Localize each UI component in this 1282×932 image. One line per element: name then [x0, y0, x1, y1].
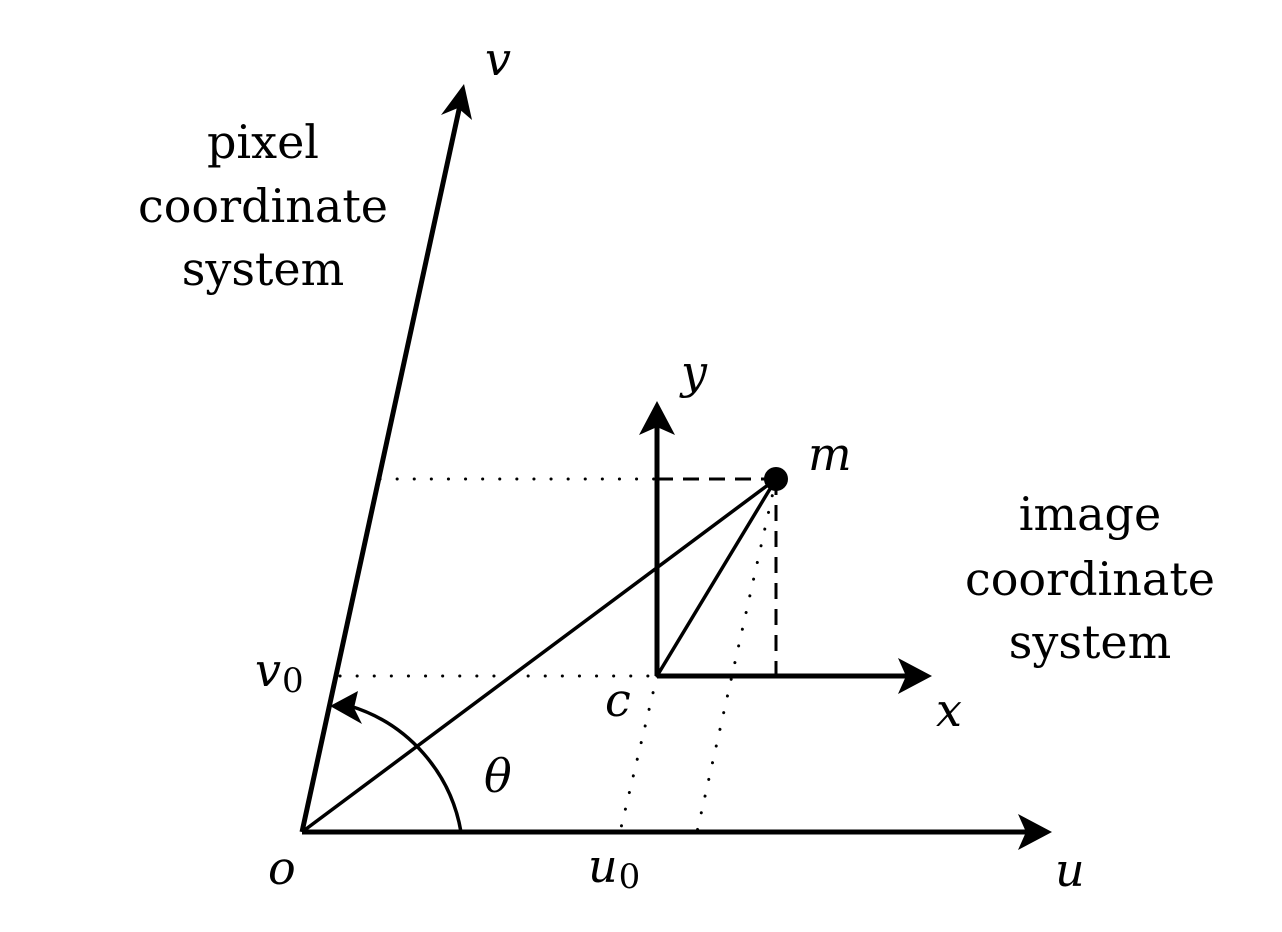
image-caption-line-2: coordinate: [965, 552, 1215, 606]
image-caption-line-3: system: [1009, 615, 1172, 669]
theta-label: θ: [484, 749, 512, 803]
v-axis-label: v: [485, 32, 511, 86]
image-caption-line-1: image: [1019, 487, 1161, 541]
point-m-label: m: [808, 427, 852, 481]
theta-arc-arrowhead: [330, 691, 362, 724]
y-axis-arrowhead: [639, 401, 675, 435]
x-axis-arrowhead: [898, 658, 932, 694]
pixel-caption-line-3: system: [182, 242, 345, 296]
u-axis-label: u: [1055, 843, 1085, 897]
origin-o-label: o: [268, 841, 296, 895]
point-c-label: c: [605, 673, 631, 727]
point-m-marker: [764, 467, 788, 491]
theta-arc: [349, 704, 463, 833]
pixel-caption-line-2: coordinate: [138, 179, 388, 233]
image-coordinate-system-caption: image coordinate system: [965, 487, 1215, 669]
c-to-m-line: [655, 478, 778, 677]
pixel-caption-line-1: pixel: [207, 115, 319, 169]
u0-label: u0: [588, 839, 640, 897]
u-axis-arrowhead: [1018, 814, 1052, 850]
y-axis-label: y: [679, 345, 708, 399]
v-axis: [299, 104, 463, 833]
v0-label: v0: [255, 643, 304, 701]
pixel-coordinate-system-caption: pixel coordinate system: [138, 115, 388, 296]
o-to-m-line: [300, 477, 778, 834]
m-u-projection-dotted: [695, 477, 778, 834]
x-axis-label: x: [936, 683, 962, 737]
v-axis-arrowhead: [441, 84, 472, 120]
